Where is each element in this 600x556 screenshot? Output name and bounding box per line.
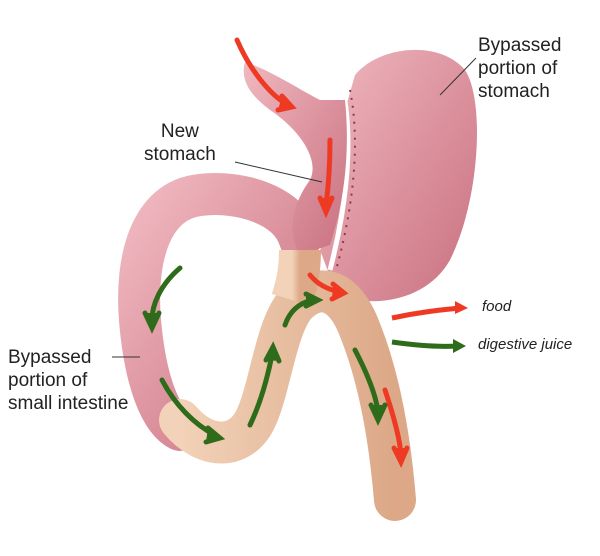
label-line: small intestine <box>8 393 129 414</box>
roux-limb <box>159 270 416 521</box>
label-line: portion of <box>478 58 558 79</box>
leader-bypassed-stomach <box>439 57 477 96</box>
label-bypassed-stomach: Bypassed portion of stomach <box>478 34 561 103</box>
food-arrows <box>234 37 410 468</box>
label-line: New <box>160 121 199 142</box>
digestive-juice-arrows <box>142 265 388 445</box>
label-bypassed-intestine: Bypassed portion of small intestine <box>8 346 128 415</box>
label-line: stomach <box>144 144 216 165</box>
bypassed-stomach <box>320 49 477 302</box>
leader-new-stomach <box>234 161 323 183</box>
label-new-stomach: New stomach <box>144 120 216 166</box>
legend-juice-label: digestive juice <box>478 336 573 353</box>
legend-juice-arrow <box>391 339 466 353</box>
label-line: Bypassed <box>8 347 92 368</box>
legend-food-label: food <box>482 298 512 315</box>
label-line: portion of <box>8 370 88 391</box>
bypassed-intestine-limb <box>118 173 321 451</box>
label-line: Bypassed <box>478 35 562 56</box>
label-line: stomach <box>478 81 550 102</box>
legend-food-arrow <box>391 301 468 321</box>
